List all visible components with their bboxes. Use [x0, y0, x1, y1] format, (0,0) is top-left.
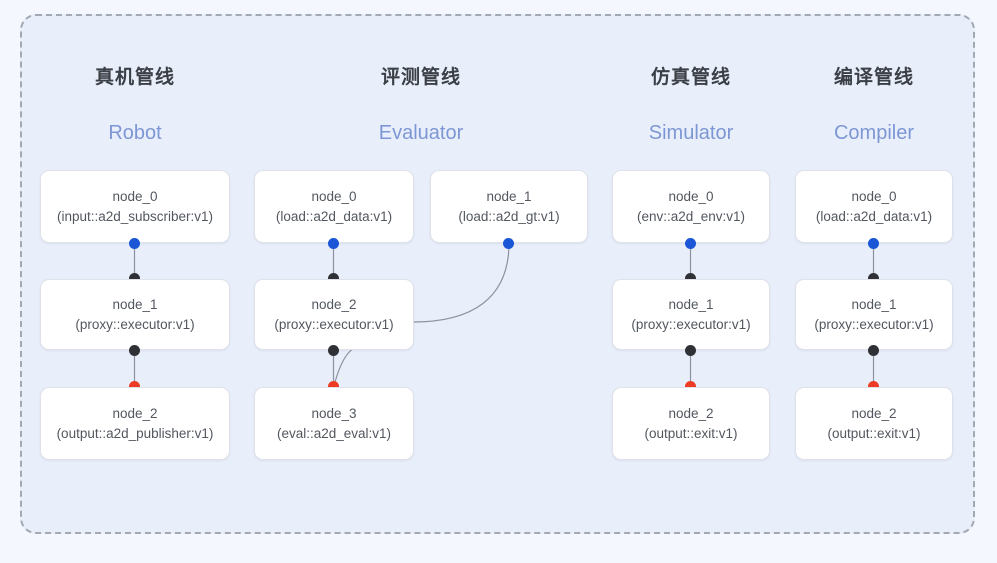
port-out-evaluator-0[interactable] — [328, 238, 339, 249]
node-spec: (env::a2d_env:v1) — [636, 208, 746, 224]
port-out-simulator-1[interactable] — [685, 345, 696, 356]
node-name: node_2 — [112, 405, 158, 421]
port-in-simulator-2[interactable] — [685, 381, 696, 392]
node-spec: (proxy::executor:v1) — [814, 316, 934, 332]
port-out-evaluator-1[interactable] — [503, 238, 514, 249]
port-in-evaluator-3[interactable] — [328, 381, 339, 392]
node-name: node_0 — [112, 188, 158, 204]
column-title-en-evaluator: Evaluator — [378, 122, 464, 144]
node-evaluator-2[interactable]: node_2 (proxy::executor:v1) — [254, 279, 414, 350]
node-name: node_1 — [112, 296, 158, 312]
node-evaluator-1[interactable]: node_1 (load::a2d_gt:v1) — [430, 170, 588, 243]
node-spec: (proxy::executor:v1) — [274, 316, 394, 332]
column-header-simulator: 仿真管线 Simulator — [591, 62, 791, 145]
column-title-cn-evaluator: 评测管线 — [380, 67, 461, 88]
column-header-robot: 真机管线 Robot — [35, 62, 235, 145]
node-evaluator-0[interactable]: node_0 (load::a2d_data:v1) — [254, 170, 414, 243]
column-title-en-robot: Robot — [108, 122, 162, 144]
node-robot-1[interactable]: node_1 (proxy::executor:v1) — [40, 279, 230, 350]
column-title-cn-robot: 真机管线 — [94, 67, 175, 88]
node-name: node_2 — [311, 296, 357, 312]
node-name: node_1 — [486, 188, 532, 204]
port-out-compiler-1[interactable] — [868, 345, 879, 356]
node-name: node_2 — [668, 405, 714, 421]
node-name: node_2 — [851, 405, 897, 421]
node-simulator-1[interactable]: node_1 (proxy::executor:v1) — [612, 279, 770, 350]
node-robot-0[interactable]: node_0 (input::a2d_subscriber:v1) — [40, 170, 230, 243]
node-spec: (proxy::executor:v1) — [631, 316, 751, 332]
port-in-compiler-2[interactable] — [868, 381, 879, 392]
column-title-en-simulator: Simulator — [648, 122, 734, 144]
column-header-compiler: 编译管线 Compiler — [774, 62, 974, 145]
node-spec: (proxy::executor:v1) — [75, 316, 195, 332]
node-evaluator-3[interactable]: node_3 (eval::a2d_eval:v1) — [254, 387, 414, 460]
node-robot-2[interactable]: node_2 (output::a2d_publisher:v1) — [40, 387, 230, 460]
node-name: node_0 — [668, 188, 714, 204]
node-simulator-2[interactable]: node_2 (output::exit:v1) — [612, 387, 770, 460]
node-name: node_3 — [311, 405, 357, 421]
node-spec: (output::exit:v1) — [827, 425, 921, 441]
port-in-robot-2[interactable] — [129, 381, 140, 392]
port-in-compiler-1[interactable] — [868, 273, 879, 284]
column-title-cn-simulator: 仿真管线 — [650, 67, 731, 88]
node-spec: (load::a2d_data:v1) — [815, 208, 933, 224]
node-name: node_1 — [668, 296, 714, 312]
port-out-simulator-0[interactable] — [685, 238, 696, 249]
port-in-evaluator-2[interactable] — [328, 273, 339, 284]
port-in-robot-1[interactable] — [129, 273, 140, 284]
port-out-robot-1[interactable] — [129, 345, 140, 356]
node-spec: (eval::a2d_eval:v1) — [276, 425, 392, 441]
node-name: node_0 — [311, 188, 357, 204]
column-title-en-compiler: Compiler — [833, 122, 915, 144]
node-spec: (output::a2d_publisher:v1) — [56, 425, 214, 441]
port-in-simulator-1[interactable] — [685, 273, 696, 284]
node-spec: (output::exit:v1) — [644, 425, 738, 441]
node-spec: (input::a2d_subscriber:v1) — [56, 208, 214, 224]
node-name: node_1 — [851, 296, 897, 312]
port-out-robot-0[interactable] — [129, 238, 140, 249]
node-compiler-1[interactable]: node_1 (proxy::executor:v1) — [795, 279, 953, 350]
node-spec: (load::a2d_data:v1) — [275, 208, 393, 224]
node-compiler-2[interactable]: node_2 (output::exit:v1) — [795, 387, 953, 460]
node-compiler-0[interactable]: node_0 (load::a2d_data:v1) — [795, 170, 953, 243]
column-header-evaluator: 评测管线 Evaluator — [321, 62, 521, 145]
port-out-evaluator-2[interactable] — [328, 345, 339, 356]
node-spec: (load::a2d_gt:v1) — [458, 208, 560, 224]
node-name: node_0 — [851, 188, 897, 204]
port-out-compiler-0[interactable] — [868, 238, 879, 249]
node-simulator-0[interactable]: node_0 (env::a2d_env:v1) — [612, 170, 770, 243]
column-title-cn-compiler: 编译管线 — [833, 67, 914, 88]
